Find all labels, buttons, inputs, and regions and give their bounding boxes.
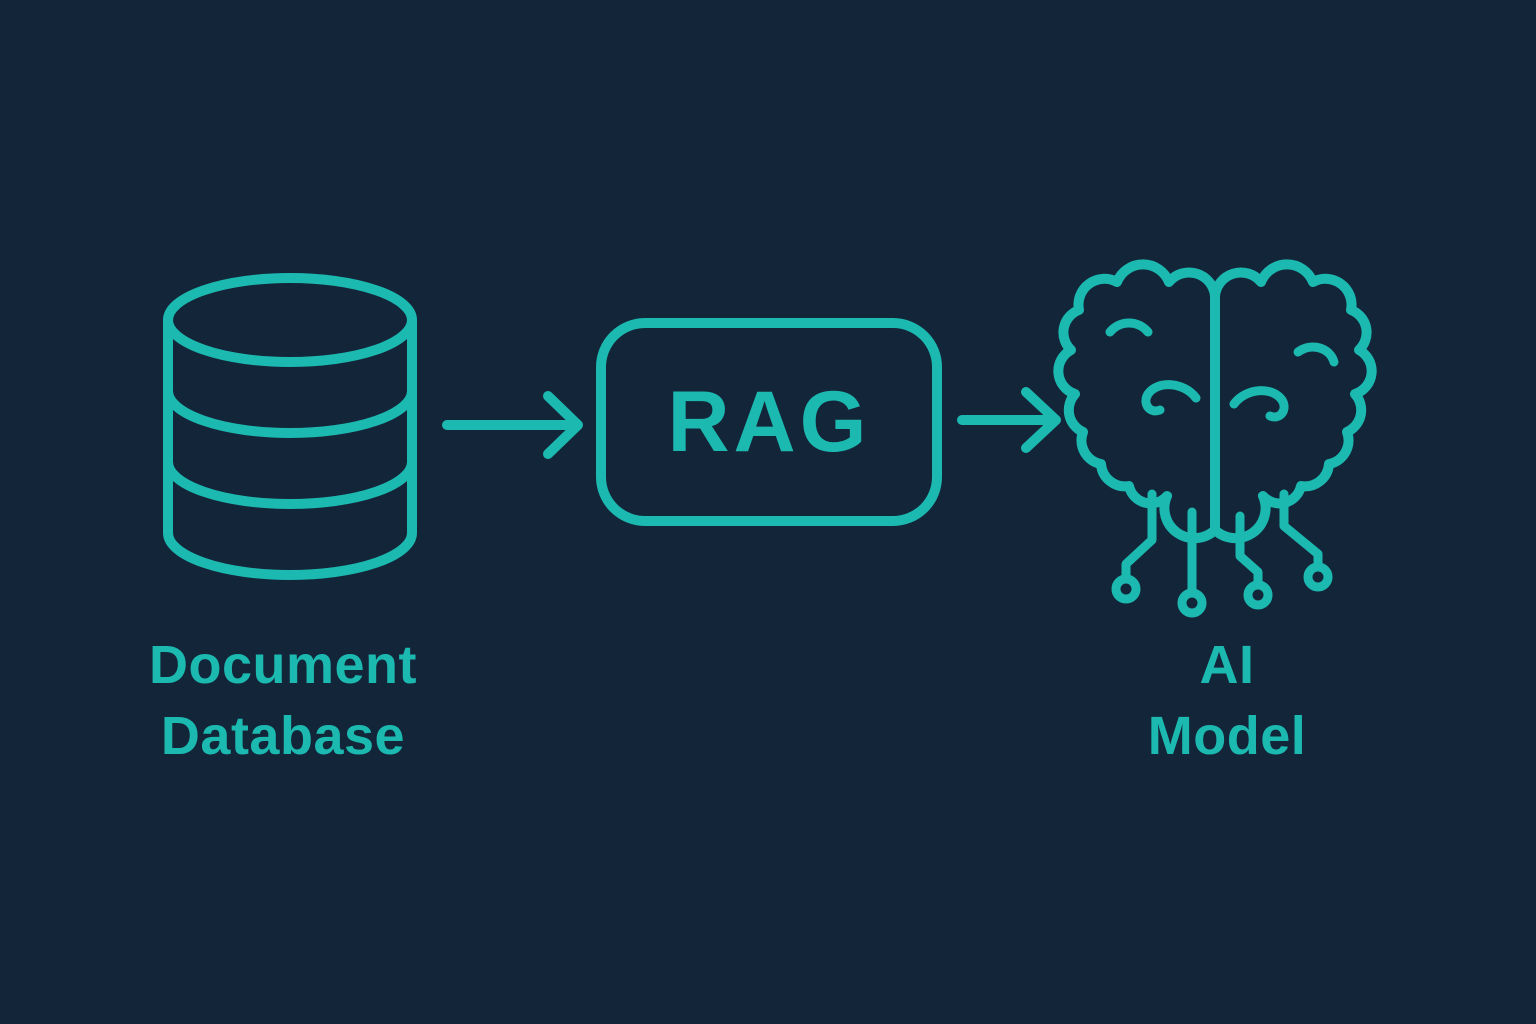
document-database-label-line2: Database (160, 706, 406, 767)
ai-model-label-line2: Model (1147, 706, 1307, 767)
document-database-label: Document Database (83, 630, 483, 773)
arrow-database-to-rag (442, 391, 583, 459)
rag-box (596, 318, 942, 526)
brain-circuit-icon (1053, 259, 1377, 618)
ai-model-label-line1: AI (1199, 635, 1255, 695)
arrow-rag-to-ai (957, 387, 1061, 453)
rag-label: RAG (667, 373, 871, 470)
database-icon (163, 273, 417, 580)
document-database-label-line1: Document (148, 635, 417, 695)
ai-model-label: AI Model (1077, 630, 1377, 773)
